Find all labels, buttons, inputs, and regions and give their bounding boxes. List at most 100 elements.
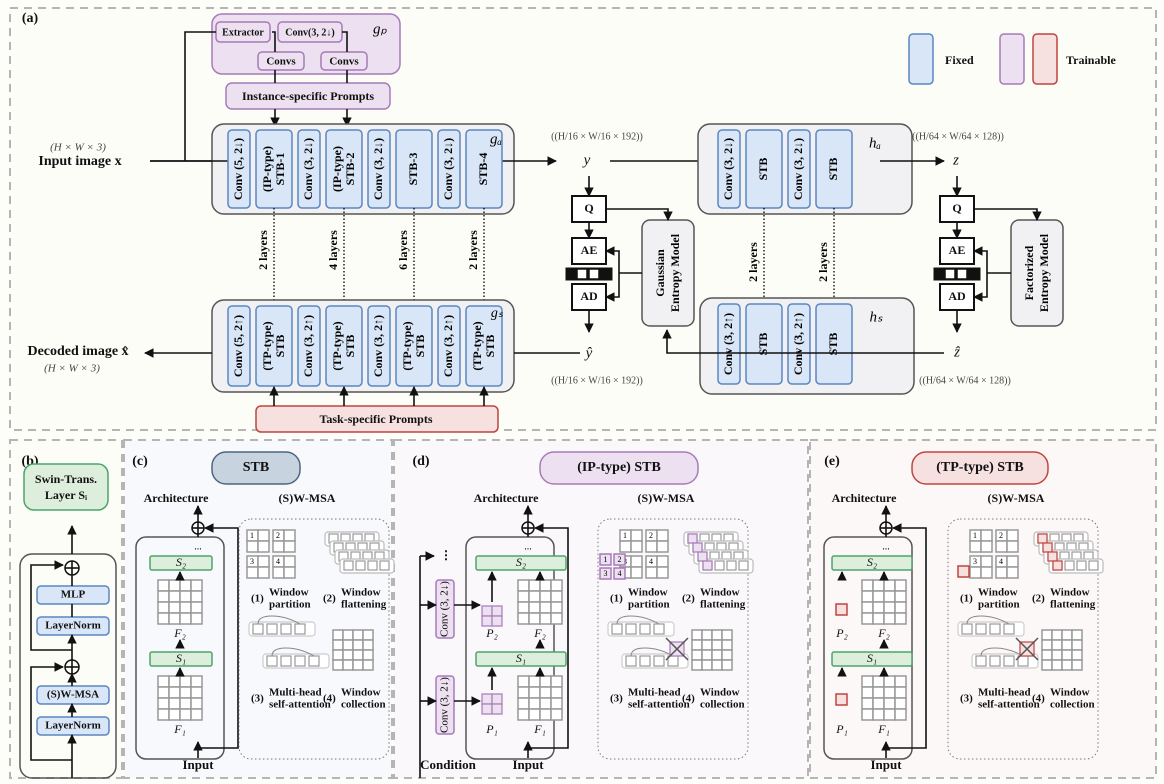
hs-label-2: Conv (3, 2↑) xyxy=(791,313,805,375)
grid-cell xyxy=(168,686,181,699)
panel_e-step-num-1: (2) xyxy=(1032,593,1045,605)
grid-cell xyxy=(352,649,364,661)
grid-cell xyxy=(179,579,192,592)
y-chain-q-box xyxy=(571,195,607,223)
panel_d-s1-label: S₁ xyxy=(516,651,526,665)
hs-block-3 xyxy=(815,303,853,385)
panel_d-attn-cell xyxy=(639,623,651,635)
grid-cell xyxy=(190,686,203,699)
ha-name: hₐ xyxy=(869,135,881,151)
grid-cell xyxy=(1041,649,1053,661)
panel_c-collection-grid xyxy=(332,629,374,671)
grid-cell xyxy=(257,529,270,542)
panel_e-attn-cell xyxy=(1003,655,1015,667)
panel_d-stb-container xyxy=(465,536,555,760)
panel_d-window-1 xyxy=(645,529,669,553)
panel-e-p2-label: P₂ xyxy=(835,626,848,640)
swin-layer-container xyxy=(19,553,117,779)
panel_c-window-3 xyxy=(272,555,296,579)
panel_e-msa-box xyxy=(947,518,1099,760)
instance-prompts-block xyxy=(225,82,391,110)
tp-stb-title-box xyxy=(911,451,1049,485)
panel_d-attn-cell xyxy=(625,623,637,635)
panel_e-attn-cell xyxy=(1003,623,1015,635)
grid-cell xyxy=(701,659,713,671)
grid-cell xyxy=(701,639,713,651)
panel_e-step-line1-1: Window xyxy=(1050,587,1090,599)
gs-block-6 xyxy=(437,305,461,387)
panel_c-step-num-1: (2) xyxy=(323,593,336,605)
panel_d-prompt-tile-3 xyxy=(613,567,626,580)
panel_e-attn-cell xyxy=(975,623,987,635)
convs-label-2: Convs xyxy=(329,56,359,68)
panel_c-s1-block xyxy=(149,651,213,667)
panel_d-prompt-num-2: 3 xyxy=(604,569,608,578)
grid-cell xyxy=(883,579,896,592)
y-chain-ae-box xyxy=(571,237,607,265)
y-label: y xyxy=(582,152,591,168)
z-chain-bitstream xyxy=(933,267,981,281)
panel_d-flat-prompt xyxy=(687,533,698,544)
grid-cell xyxy=(352,639,364,651)
panel_e-s1-block xyxy=(831,651,913,667)
grid-cell xyxy=(711,629,723,641)
grid-cell xyxy=(332,639,344,651)
grid-cell xyxy=(645,540,658,553)
grid-cell xyxy=(283,540,296,553)
zhat-dims: ((H/64 × W/64 × 128)) xyxy=(919,375,1011,386)
grid-cell xyxy=(550,590,563,603)
panel_d-window-3 xyxy=(645,555,669,579)
grid-cell xyxy=(691,629,703,641)
grid-cell xyxy=(550,579,563,592)
grid-cell xyxy=(517,590,530,603)
panel-e-p2-tile xyxy=(835,603,848,616)
panel_d-step-line1-1: Window xyxy=(700,587,740,599)
grid-cell xyxy=(894,708,907,721)
stb-title: STB xyxy=(243,460,269,475)
layers-label-3: 2 layers xyxy=(466,230,480,270)
grid-cell xyxy=(1041,639,1053,651)
panel_d-msa-label: (S)W-MSA xyxy=(638,491,695,505)
grid-cell xyxy=(272,566,285,579)
panel_d-step-line1-3: Window xyxy=(700,687,740,699)
grid-cell xyxy=(883,612,896,625)
gp-conv-label: Conv(3, 2↓) xyxy=(285,27,334,38)
panel_e-step-line2-2: self-attention xyxy=(978,699,1040,711)
zhat-label: ẑ xyxy=(953,344,960,360)
grid-cell xyxy=(711,659,723,671)
panel_c-ellipsis: ... xyxy=(194,541,202,552)
panel_d-flat-cell xyxy=(714,560,725,571)
grid-cell xyxy=(656,566,669,579)
grid-cell xyxy=(872,579,885,592)
gs-block-4 xyxy=(367,305,391,387)
panel_c-step-num-2: (3) xyxy=(251,693,264,705)
grid-cell xyxy=(179,601,192,614)
panel_e-window-0 xyxy=(969,529,993,553)
input-to-extractor xyxy=(184,31,216,161)
panel_d-f1-label: F₁ xyxy=(533,722,546,736)
grid-cell xyxy=(190,697,203,710)
gs-name: gₛ xyxy=(491,306,504,321)
input-label: Input image x xyxy=(38,154,121,169)
gs-block-1 xyxy=(255,305,293,387)
ga-block-0 xyxy=(227,129,251,209)
panel_c-window-0 xyxy=(246,529,270,553)
grid-cell xyxy=(969,566,982,579)
panel_e-step-line2-0: partition xyxy=(978,599,1020,611)
grid-cell xyxy=(872,612,885,625)
panel_c-attn-cell xyxy=(294,655,306,667)
panel_e-flat-prompt xyxy=(1047,551,1058,562)
ga-label-4: Conv (3, 2↓) xyxy=(371,138,385,200)
task-prompts-label: Task-specific Prompts xyxy=(319,412,432,426)
panel_e-step-num-3: (4) xyxy=(1032,693,1045,705)
panel_d-prompt-num-0: 1 xyxy=(604,555,608,564)
grid-cell xyxy=(362,639,374,651)
grid-cell xyxy=(528,601,541,614)
grid-cell xyxy=(861,579,874,592)
grid-cell xyxy=(272,540,285,553)
grid-cell xyxy=(190,601,203,614)
grid-cell xyxy=(539,579,552,592)
panel_d-attn-cell xyxy=(653,623,665,635)
grid-cell xyxy=(528,686,541,699)
grid-cell xyxy=(528,590,541,603)
